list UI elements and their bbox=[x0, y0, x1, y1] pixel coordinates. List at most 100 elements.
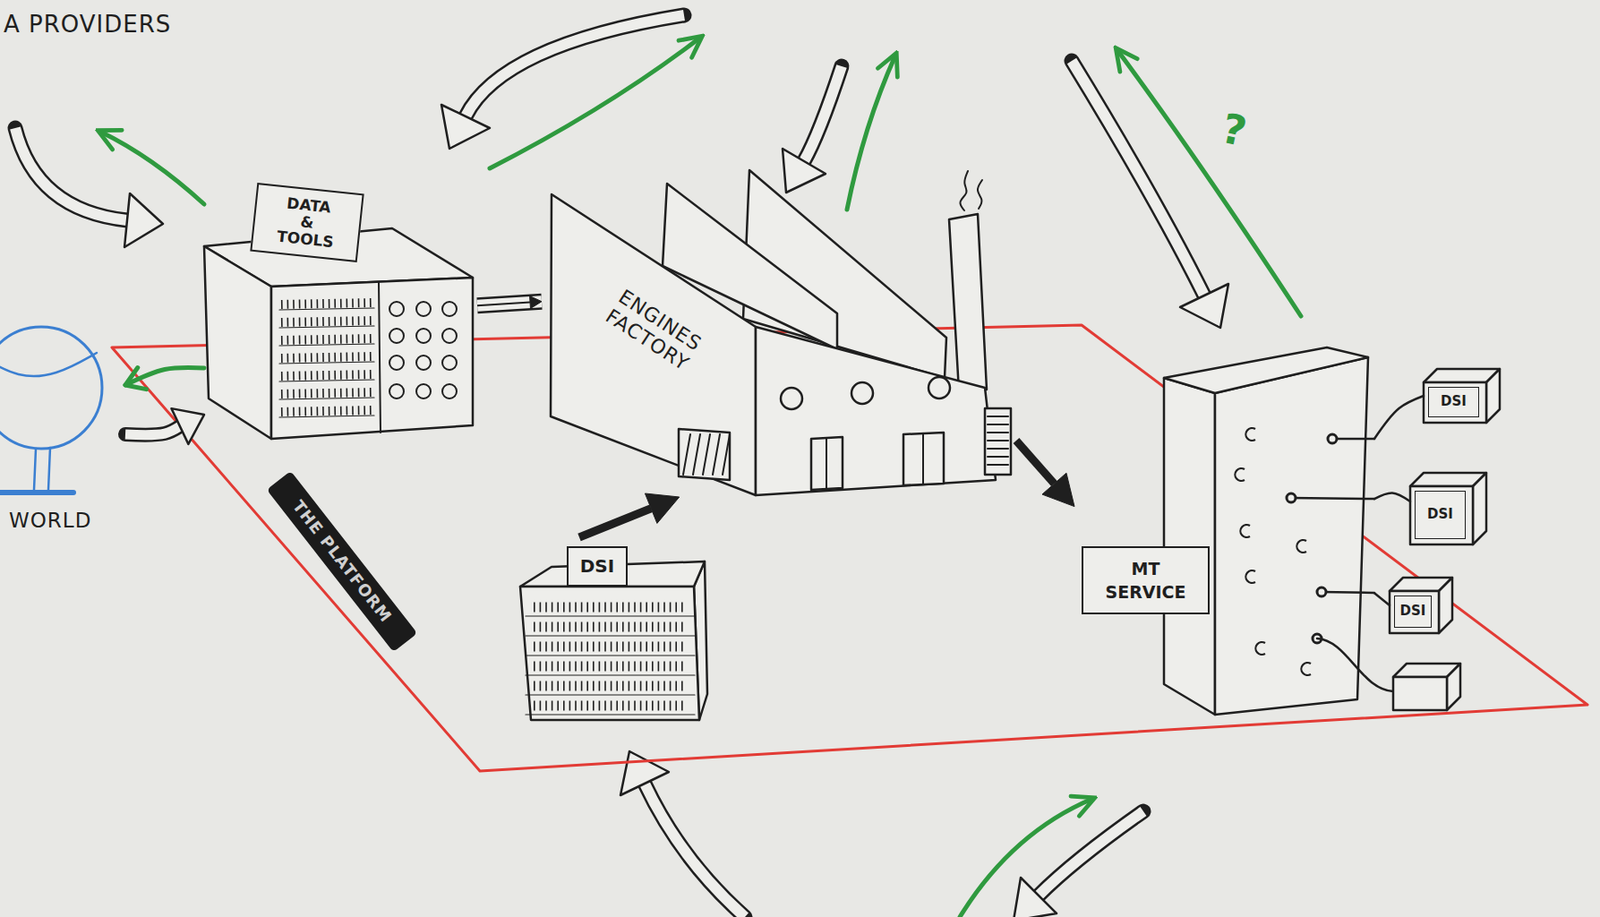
socket-plug bbox=[1327, 434, 1337, 444]
flow-connector bbox=[1374, 592, 1390, 606]
gate-hatch bbox=[987, 463, 1009, 466]
node-label: WORLD bbox=[8, 508, 121, 532]
gate-hatch bbox=[987, 431, 1009, 434]
box-side bbox=[1438, 577, 1453, 634]
hollow-arrow bbox=[15, 128, 128, 221]
floor-line bbox=[525, 615, 695, 617]
window-hatch bbox=[533, 602, 686, 613]
drawer-line bbox=[279, 343, 375, 346]
box-front bbox=[1410, 486, 1473, 545]
globe-stand bbox=[48, 447, 51, 490]
panel-knob bbox=[389, 328, 404, 343]
green-arrow bbox=[100, 131, 205, 205]
connector-line bbox=[477, 302, 531, 307]
socket-plug bbox=[1317, 587, 1327, 597]
arrow-head bbox=[644, 493, 679, 523]
floor-line bbox=[525, 713, 695, 715]
drawer-line bbox=[279, 397, 375, 400]
box-side bbox=[1486, 368, 1500, 423]
drawer-hatch bbox=[281, 410, 373, 412]
door-line bbox=[825, 437, 828, 489]
flow-connector bbox=[1374, 493, 1411, 502]
arrow-head bbox=[1013, 877, 1057, 917]
panel-knob bbox=[416, 355, 431, 370]
panel-knob bbox=[389, 301, 404, 317]
flow-connector bbox=[477, 296, 542, 309]
hollow-arrow bbox=[1071, 60, 1205, 296]
smoke bbox=[959, 171, 968, 211]
floor-line bbox=[525, 693, 695, 695]
globe-meridian bbox=[0, 352, 97, 377]
arrow-head bbox=[1042, 472, 1075, 506]
hollow-arrow bbox=[804, 66, 842, 162]
device-box bbox=[1446, 663, 1461, 711]
platform-band: THE PLATFORMDATA & TOOLSENGINES FACTORYD… bbox=[107, 161, 1594, 779]
green-arrow bbox=[847, 55, 896, 210]
panel-knob bbox=[416, 328, 431, 343]
cable-wire bbox=[1332, 437, 1375, 441]
box-front bbox=[1389, 590, 1439, 634]
panel-knob bbox=[416, 384, 431, 399]
node-label: DSI bbox=[566, 546, 628, 587]
arrow-head bbox=[782, 148, 826, 193]
box-front bbox=[1423, 382, 1487, 423]
node-outline bbox=[1074, 344, 1375, 721]
arrow-head bbox=[1180, 283, 1229, 328]
note-label: A PROVIDERS bbox=[3, 10, 172, 38]
chimney bbox=[949, 213, 987, 392]
globe-base bbox=[0, 489, 74, 496]
gate-hatch bbox=[702, 434, 711, 475]
hollow-arrow bbox=[465, 15, 685, 117]
panel-knob bbox=[442, 328, 457, 343]
world-globe: WORLD bbox=[0, 322, 126, 547]
hollow-arrow bbox=[804, 66, 842, 162]
cable-wire bbox=[1291, 497, 1375, 499]
gate-hatch bbox=[693, 434, 701, 475]
socket-mark bbox=[1296, 539, 1307, 553]
gate-hatch bbox=[987, 455, 1009, 458]
drawer-hatch bbox=[281, 302, 373, 305]
door-line bbox=[922, 433, 925, 485]
factory-window bbox=[780, 387, 803, 410]
device-box: DSI bbox=[1423, 368, 1500, 423]
panel-knob bbox=[416, 301, 431, 317]
socket-plug bbox=[1286, 493, 1296, 503]
drawer-line bbox=[279, 379, 375, 382]
drawer-line bbox=[279, 325, 375, 328]
socket-mark bbox=[1245, 570, 1256, 583]
flow-connector bbox=[125, 408, 205, 445]
arrow-head bbox=[530, 296, 542, 309]
globe-stand bbox=[34, 448, 36, 490]
hollow-arrow bbox=[1071, 60, 1205, 296]
factory-building: ENGINES FACTORY bbox=[541, 165, 1017, 497]
flow-connector bbox=[1016, 440, 1075, 506]
server-rack: MT SERVICE bbox=[1074, 344, 1375, 721]
rack-front bbox=[1214, 357, 1369, 715]
arrow-head bbox=[171, 408, 205, 445]
panel-knob bbox=[389, 384, 404, 399]
drawer-line bbox=[279, 361, 375, 364]
connector-line bbox=[1374, 493, 1411, 502]
socket-mark bbox=[1240, 524, 1250, 538]
gate-hatch bbox=[987, 423, 1009, 426]
office-building: DSI bbox=[510, 537, 708, 730]
hollow-arrow bbox=[15, 128, 128, 221]
green-arrow bbox=[1117, 50, 1301, 317]
arrow-head bbox=[620, 751, 669, 796]
building-front bbox=[520, 586, 700, 720]
connector-line bbox=[1374, 395, 1424, 439]
flow-connector bbox=[125, 367, 205, 390]
factory-window bbox=[851, 382, 873, 404]
arrow-head bbox=[441, 104, 490, 149]
node-label: MT SERVICE bbox=[1081, 546, 1210, 615]
node-label: DSI bbox=[1428, 386, 1480, 418]
rack-top bbox=[1163, 347, 1369, 394]
window-hatch bbox=[533, 661, 686, 672]
window-hatch bbox=[533, 641, 686, 652]
green-arrow bbox=[959, 798, 1093, 917]
cable-wire bbox=[1321, 591, 1375, 593]
globe-outline bbox=[0, 326, 103, 449]
